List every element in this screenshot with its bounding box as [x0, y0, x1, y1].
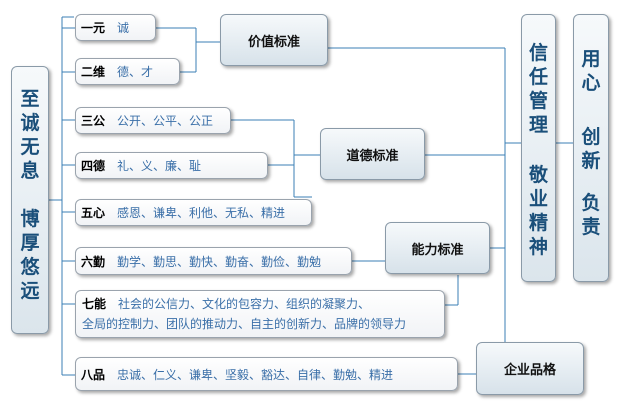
trust-management-box: 信 任 管 理 敬 业 精 神 — [521, 14, 556, 282]
right-col2-char: 责 — [581, 216, 601, 238]
item-label: 七能 — [82, 297, 107, 311]
left-title-box: 至 诚 无 息 博 厚 悠 远 — [11, 66, 49, 334]
left-title-char: 悠 — [20, 256, 40, 278]
item-text: 诚 — [117, 21, 130, 35]
right-col1-char: 信 — [528, 42, 548, 64]
values-line1: 用 心 — [574, 47, 608, 95]
item-text: 德、才 — [117, 65, 154, 79]
ability-standard-box: 能力标准 — [385, 222, 490, 274]
right-col2-char: 新 — [581, 150, 601, 172]
left-title-char: 至 — [20, 88, 40, 110]
item-text: 全局的控制力、团队的推动力、自主的创新力、品牌的领导力 — [82, 317, 407, 331]
left-title-char: 博 — [20, 208, 40, 230]
item-qi-neng: 七能社会的公信力、文化的包容力、组织的凝聚力、 全局的控制力、团队的推动力、自主… — [75, 290, 445, 338]
right-col1-char: 业 — [528, 188, 548, 210]
values-box: 用 心 创 新 负 责 — [573, 14, 609, 282]
item-text: 社会的公信力、文化的包容力、组织的凝聚力、 — [118, 297, 371, 311]
left-title-char: 无 — [20, 136, 40, 158]
item-text: 忠诚、仁义、谦卑、坚毅、豁达、自律、勤勉、精进 — [117, 367, 394, 382]
item-label: 一元 — [81, 21, 106, 35]
right-col2-char: 用 — [581, 48, 601, 70]
item-label: 四德 — [81, 159, 106, 173]
left-title-line2: 博 厚 悠 远 — [12, 207, 48, 303]
item-si-de: 四德 礼、义、廉、耻 — [75, 152, 268, 179]
left-title-char: 远 — [20, 280, 40, 302]
right-col1-char: 敬 — [528, 164, 548, 186]
item-san-gong: 三公 公开、公平、公正 — [75, 107, 231, 134]
right-col2-char: 创 — [581, 126, 601, 148]
values-line3: 负 责 — [574, 191, 608, 239]
item-label: 五心 — [81, 206, 106, 220]
trust-management-text: 信 任 管 理 — [522, 41, 555, 137]
right-col2-char: 负 — [581, 192, 601, 214]
item-liu-qin: 六勤 勤学、勤思、勤快、勤奋、勤俭、勤勉 — [75, 247, 352, 275]
left-title-char: 息 — [20, 160, 40, 182]
right-col2-char: 心 — [581, 72, 601, 94]
dedication-spirit-text: 敬 业 精 神 — [522, 163, 555, 259]
moral-standard-box: 道德标准 — [320, 128, 425, 180]
left-title-char: 诚 — [20, 112, 40, 134]
item-label: 三公 — [81, 114, 106, 128]
left-title-line1: 至 诚 无 息 — [12, 87, 48, 183]
item-wu-xin: 五心 感恩、谦卑、利他、无私、精进 — [75, 199, 312, 226]
item-er-wei: 二维 德、才 — [75, 58, 180, 85]
item-label: 二维 — [81, 65, 106, 79]
left-title-char: 厚 — [20, 232, 40, 254]
item-label: 六勤 — [81, 254, 106, 269]
enterprise-quality-box: 企业品格 — [476, 342, 584, 395]
item-text: 公开、公平、公正 — [117, 114, 214, 128]
right-col1-char: 任 — [528, 66, 548, 88]
item-yi-yuan: 一元 诚 — [75, 14, 156, 41]
item-text: 感恩、谦卑、利他、无私、精进 — [117, 206, 286, 220]
right-col1-char: 理 — [528, 114, 548, 136]
right-col1-char: 神 — [528, 236, 548, 258]
item-text: 勤学、勤思、勤快、勤奋、勤俭、勤勉 — [117, 254, 322, 269]
item-label: 八品 — [81, 367, 106, 382]
item-text: 礼、义、廉、耻 — [117, 159, 202, 173]
value-standard-box: 价值标准 — [220, 14, 328, 66]
item-ba-pin: 八品 忠诚、仁义、谦卑、坚毅、豁达、自律、勤勉、精进 — [75, 357, 458, 391]
right-col1-char: 管 — [528, 90, 548, 112]
right-col1-char: 精 — [528, 212, 548, 234]
values-line2: 创 新 — [574, 125, 608, 173]
